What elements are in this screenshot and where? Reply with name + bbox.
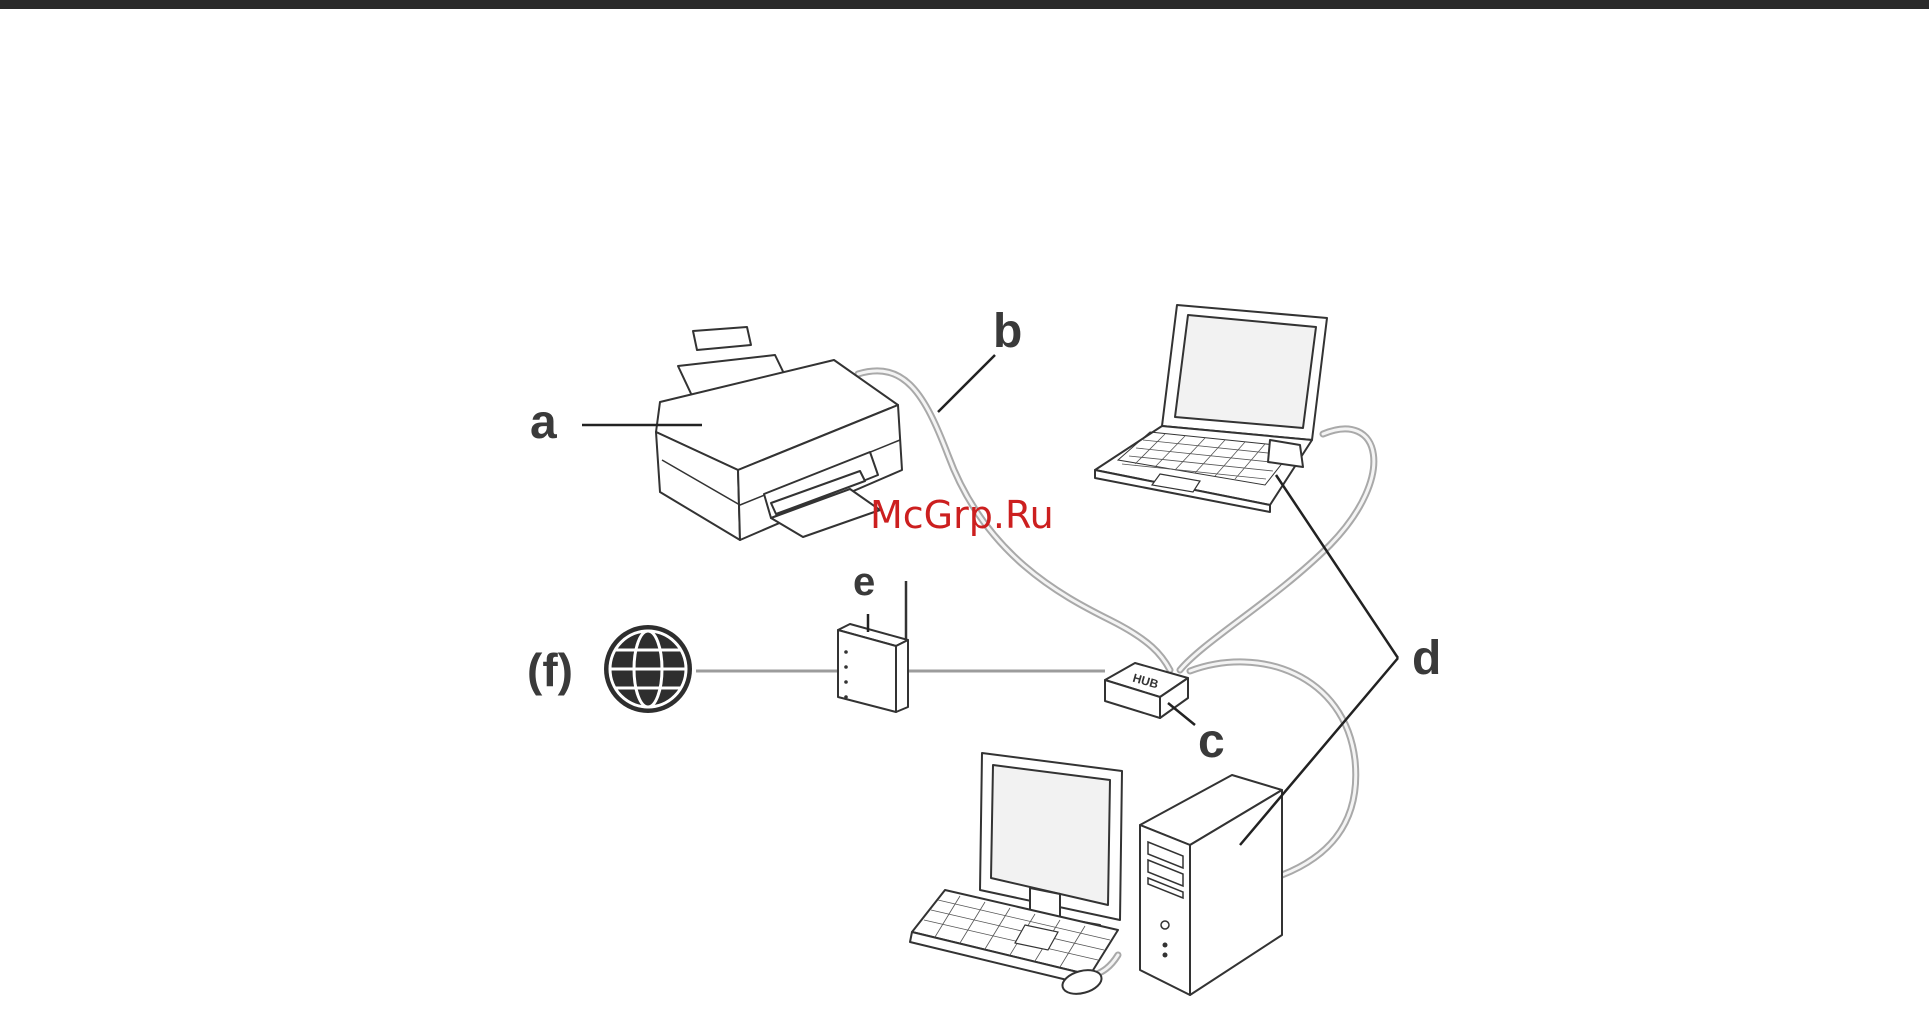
desktop-computer-icon [1140,775,1282,995]
label-router: e [853,560,875,604]
printer-icon [656,327,902,540]
label-cable: b [993,305,1022,358]
globe-icon [604,625,692,713]
label-printer: a [530,396,557,449]
laptop-icon [1095,305,1327,512]
label-computers: d [1412,632,1441,685]
label-hub: c [1198,715,1225,768]
watermark: McGrp.Ru [870,493,1054,537]
label-internet: (f) [527,644,573,696]
